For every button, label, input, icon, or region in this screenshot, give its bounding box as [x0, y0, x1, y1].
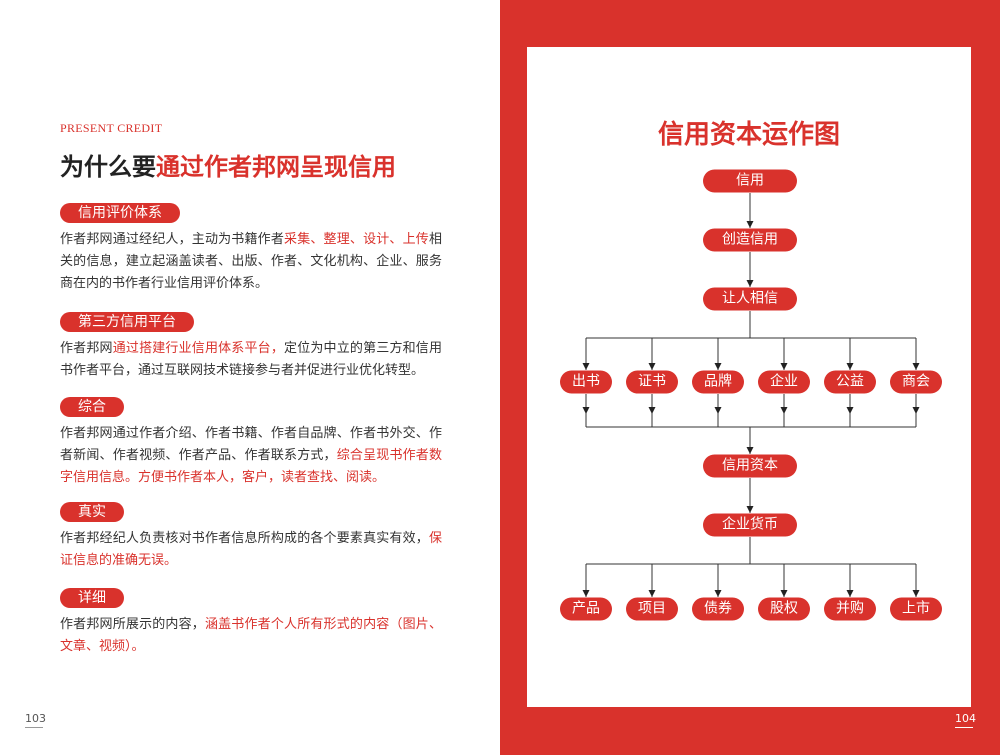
flow-node: 上市 — [890, 597, 942, 621]
arrow-head — [912, 407, 920, 414]
section: 综合作者邦网通过作者介绍、作者书籍、作者自品牌、作者书外交、作者新闻、作者视频、… — [60, 396, 442, 489]
flow-node: 创造信用 — [703, 228, 797, 252]
arrow-head — [648, 590, 656, 597]
flow-node: 公益 — [824, 370, 876, 394]
body-text: 作者邦经纪人负责核对书作者信息所构成的各个要素真实有效， — [60, 531, 429, 546]
section: 第三方信用平台作者邦网通过搭建行业信用体系平台，定位为中立的第三方和信用书作者平… — [60, 311, 442, 382]
section-tag: 综合 — [60, 397, 124, 417]
section: 真实作者邦经纪人负责核对书作者信息所构成的各个要素真实有效，保证信息的准确无误。 — [60, 501, 442, 572]
arrow-head — [746, 280, 754, 287]
flow-node: 证书 — [626, 370, 678, 394]
title-plain: 为什么要 — [60, 153, 156, 181]
arrow-head — [582, 363, 590, 370]
arrow-head — [846, 590, 854, 597]
highlight-text: 采集、整理、设计、上传 — [284, 232, 429, 247]
section: 详细作者邦网所展示的内容，涵盖书作者个人所有形式的内容（图片、文章、视频）。 — [60, 587, 442, 658]
arrow-head — [648, 407, 656, 414]
body-text: 定位为中立的第三方和信用书作者平台，通过互联网技术链接参与者并促进行业优化转型。 — [60, 341, 442, 378]
arrow-head — [648, 363, 656, 370]
flow-node: 信用资本 — [703, 454, 797, 478]
arrow-head — [746, 221, 754, 228]
page-title: 为什么要通过作者邦网呈现信用 — [60, 147, 396, 182]
flow-node: 债券 — [692, 597, 744, 621]
arrow-head — [780, 590, 788, 597]
section-tag: 详细 — [60, 588, 124, 608]
flow-node: 出书 — [560, 370, 612, 394]
flow-node: 商会 — [890, 370, 942, 394]
body-text: 相关的信息，建立起涵盖读者、出版、作者、文化机构、企业、服务商在内的书作者行业信… — [60, 232, 442, 291]
section-text: 作者邦经纪人负责核对书作者信息所构成的各个要素真实有效，保证信息的准确无误。 — [60, 528, 442, 572]
arrow-head — [912, 363, 920, 370]
arrow-head — [780, 363, 788, 370]
flow-node: 企业货币 — [703, 513, 797, 537]
arrow-head — [846, 363, 854, 370]
section: 信用评价体系作者邦网通过经纪人，主动为书籍作者采集、整理、设计、上传相关的信息，… — [60, 202, 442, 295]
arrow-head — [780, 407, 788, 414]
section-text: 作者邦网通过经纪人，主动为书籍作者采集、整理、设计、上传相关的信息，建立起涵盖读… — [60, 229, 442, 295]
title-highlight: 通过作者邦网呈现信用 — [156, 153, 396, 181]
section-text: 作者邦网通过作者介绍、作者书籍、作者自品牌、作者书外交、作者新闻、作者视频、作者… — [60, 423, 442, 489]
section-tag: 信用评价体系 — [60, 203, 180, 223]
kicker: PRESENT CREDIT — [60, 121, 163, 135]
flow-node: 信用 — [703, 169, 797, 193]
flow-node: 让人相信 — [703, 287, 797, 311]
arrow-head — [746, 506, 754, 513]
arrow-head — [912, 590, 920, 597]
body-text: 作者邦网所展示的内容， — [60, 617, 205, 632]
section-text: 作者邦网所展示的内容，涵盖书作者个人所有形式的内容（图片、文章、视频）。 — [60, 614, 442, 658]
arrow-head — [846, 407, 854, 414]
flow-node: 项目 — [626, 597, 678, 621]
arrow-head — [746, 447, 754, 454]
flow-node: 企业 — [758, 370, 810, 394]
left-page: PRESENT CREDIT 为什么要通过作者邦网呈现信用 信用评价体系作者邦网… — [0, 0, 500, 755]
section-tag: 真实 — [60, 502, 124, 522]
page-number: 103 — [25, 712, 46, 728]
highlight-text: 通过搭建行业信用体系平台， — [112, 341, 285, 356]
body-text: 作者邦网 — [60, 341, 113, 356]
flow-node: 并购 — [824, 597, 876, 621]
arrow-head — [582, 407, 590, 414]
chart-title: 信用资本运作图 — [657, 120, 840, 150]
page-number-right: 104 — [955, 712, 976, 728]
arrow-head — [714, 407, 722, 414]
flow-node: 股权 — [758, 597, 810, 621]
arrow-head — [714, 363, 722, 370]
highlight-text: 保证信息的准确无误。 — [60, 531, 442, 568]
arrow-head — [582, 590, 590, 597]
section-text: 作者邦网通过搭建行业信用体系平台，定位为中立的第三方和信用书作者平台，通过互联网… — [60, 338, 442, 382]
body-text: 作者邦网通过经纪人，主动为书籍作者 — [60, 232, 285, 247]
highlight-text: 涵盖书作者个人所有形式的内容（图片、文章、视频）。 — [60, 617, 442, 654]
highlight-text: 综合呈现书作者数字信用信息。方便书作者本人，客户，读者查找、阅读。 — [60, 448, 442, 485]
flow-node: 品牌 — [692, 370, 744, 394]
body-text: 作者邦网通过作者介绍、作者书籍、作者自品牌、作者书外交、作者新闻、作者视频、作者… — [60, 426, 442, 463]
flow-node: 产品 — [560, 597, 612, 621]
section-tag: 第三方信用平台 — [60, 312, 194, 332]
arrow-head — [714, 590, 722, 597]
